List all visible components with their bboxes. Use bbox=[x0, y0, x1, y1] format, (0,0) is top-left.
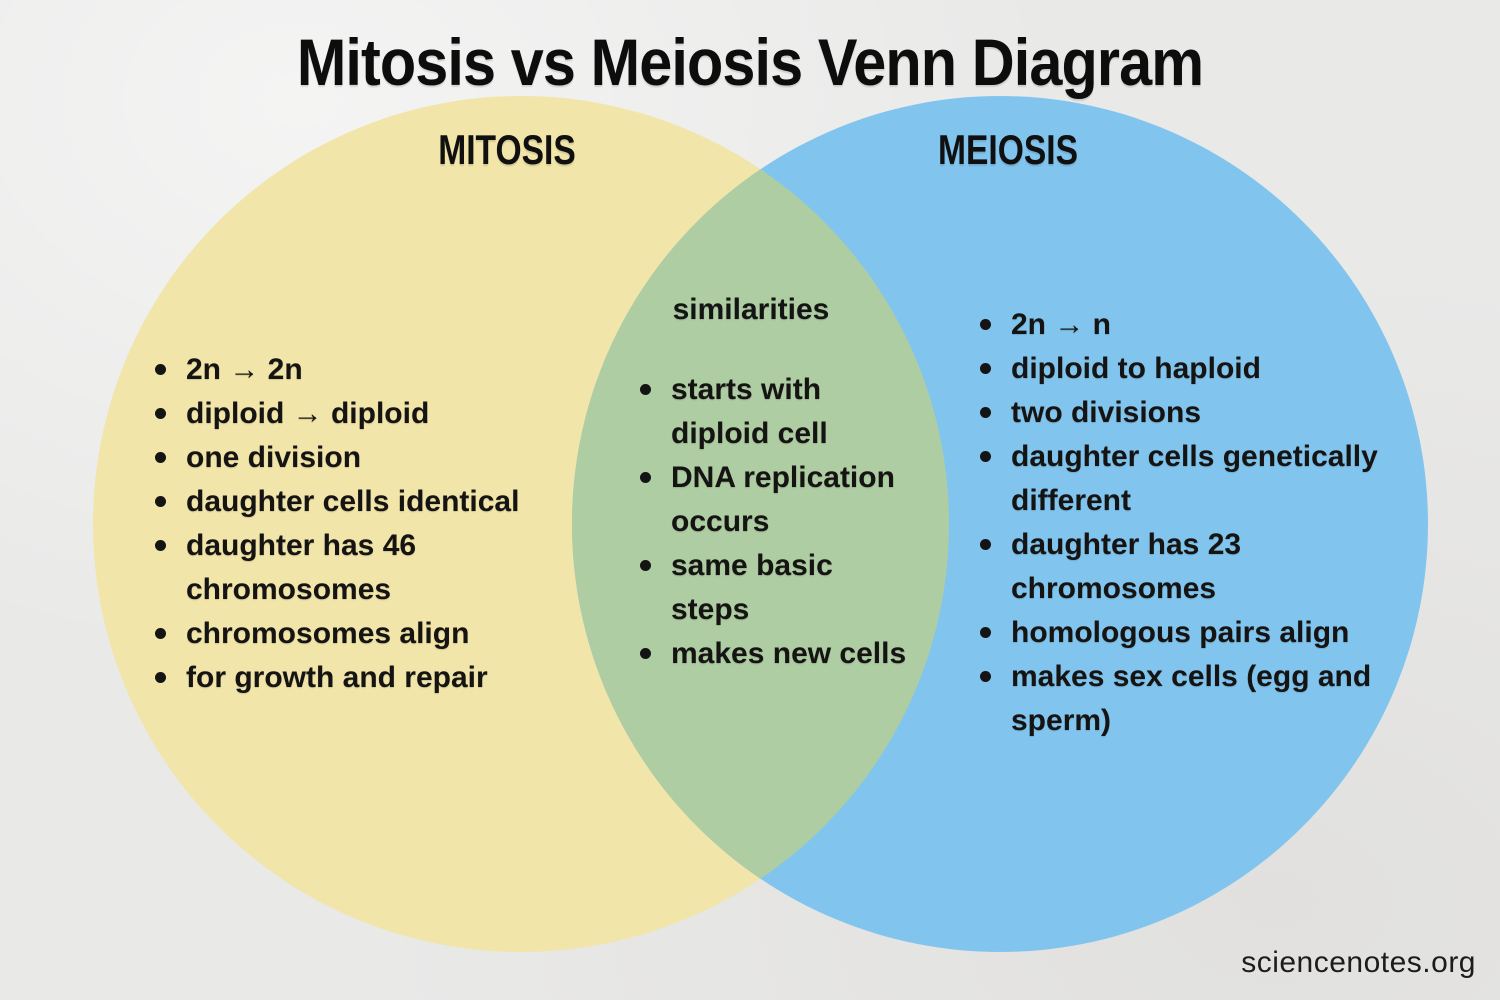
list-item: for growth and repair bbox=[152, 656, 592, 700]
list-item: diploid → diploid bbox=[152, 392, 592, 436]
site-watermark: sciencenotes.org bbox=[1241, 946, 1476, 979]
list-item: two divisions bbox=[977, 391, 1457, 435]
list-item: daughter cells identical bbox=[152, 480, 592, 524]
list-item: chromosomes align bbox=[152, 612, 592, 656]
similarities-list: starts with diploid cell DNA replication… bbox=[637, 368, 937, 676]
list-item: daughter cells genetically different bbox=[977, 435, 1457, 523]
list-item: starts with diploid cell bbox=[637, 368, 937, 456]
meiosis-label: MEIOSIS bbox=[937, 126, 1079, 173]
list-item: makes sex cells (egg and sperm) bbox=[977, 655, 1457, 743]
list-item: daughter has 46 chromosomes bbox=[152, 524, 592, 612]
list-item: homologous pairs align bbox=[977, 611, 1457, 655]
list-item: 2n → 2n bbox=[152, 348, 592, 392]
page-title: Mitosis vs Meiosis Venn Diagram bbox=[296, 25, 1204, 99]
overlap-region bbox=[572, 96, 949, 952]
mitosis-label: MITOSIS bbox=[438, 126, 576, 173]
list-item: makes new cells bbox=[637, 632, 937, 676]
meiosis-list: 2n → n diploid to haploid two divisions … bbox=[977, 303, 1457, 743]
similarities-heading: similarities bbox=[672, 293, 830, 326]
list-item: one division bbox=[152, 436, 592, 480]
list-item: DNA replication occurs bbox=[637, 456, 937, 544]
list-item: diploid to haploid bbox=[977, 347, 1457, 391]
list-item: same basic steps bbox=[637, 544, 937, 632]
list-item: 2n → n bbox=[977, 303, 1457, 347]
list-item: daughter has 23 chromosomes bbox=[977, 523, 1457, 611]
mitosis-list: 2n → 2n diploid → diploid one division d… bbox=[152, 348, 592, 700]
